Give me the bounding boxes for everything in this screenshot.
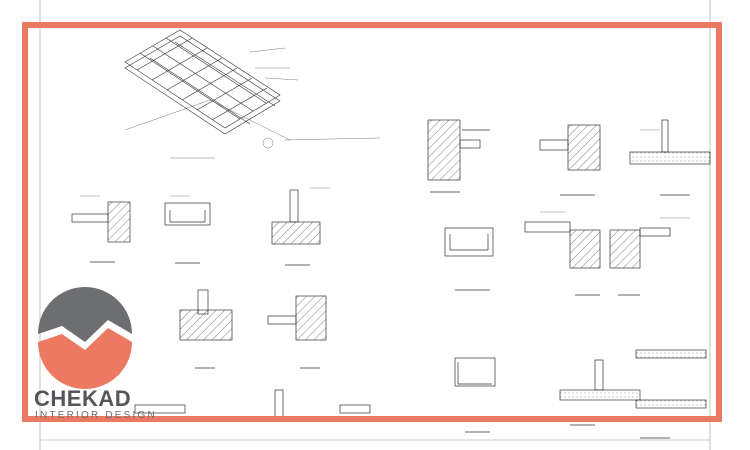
detail-row2-b [267,295,327,369]
detail-wall-b [539,124,601,196]
detail-row1-b [164,202,211,264]
detail-bottom-a [454,357,496,433]
detail-row1-c [271,189,321,266]
detail-floor [629,119,711,196]
isometric-ceiling-grid [124,29,281,135]
detail-wall-a [427,119,490,193]
detail-mid-b [524,221,671,296]
chekad-logo-icon [38,287,132,389]
detail-row2-a [179,289,233,369]
detail-bottom-left [134,389,371,421]
detail-bottom-b [559,359,641,426]
detail-row1-a [71,201,131,263]
brand-tagline: INTERIOR DESIGN [35,410,157,421]
brand-name: CHEKAD [34,386,132,411]
detail-mid-a [444,227,494,291]
detail-bottom-c [635,349,707,439]
